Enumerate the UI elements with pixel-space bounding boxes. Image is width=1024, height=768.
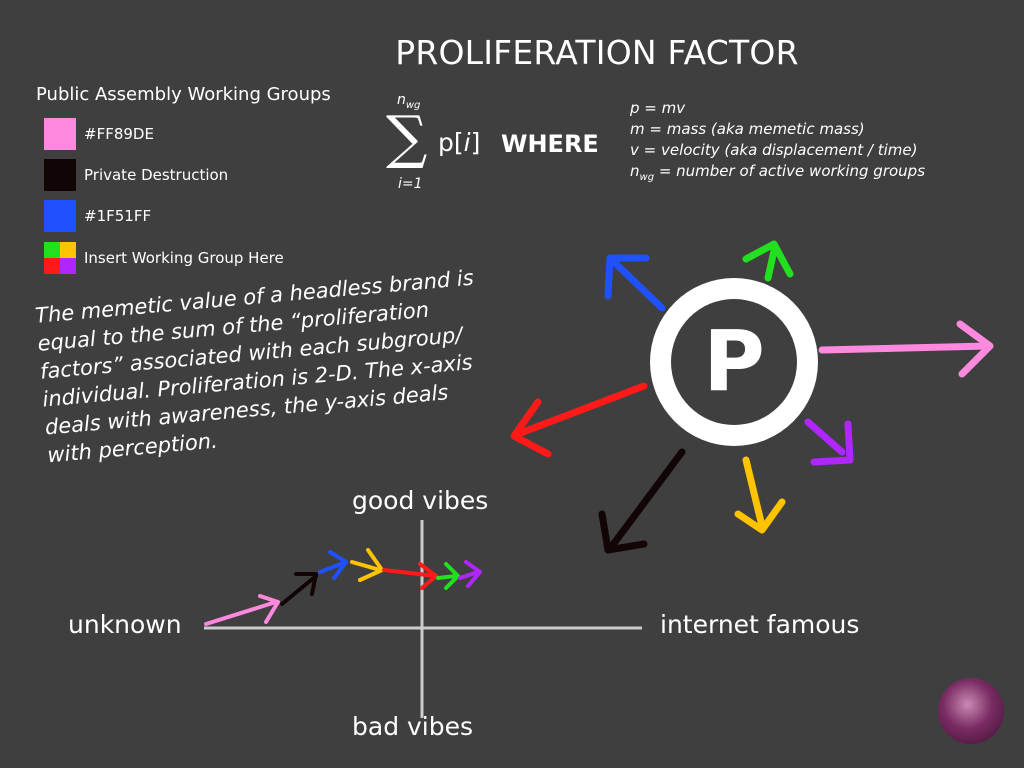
legend-item-private-destruction: Private Destruction (44, 159, 228, 191)
swatch-quadrant (44, 258, 60, 274)
trajectory-arrow-green (436, 562, 460, 590)
trajectory-arrow-purple (458, 560, 482, 588)
axis-label-unknown: unknown (68, 610, 182, 639)
emblem-arrow-yellow (734, 456, 786, 534)
sum-lower-limit: i=1 (398, 176, 423, 192)
definition-n: nwg = number of active working groups (630, 162, 926, 183)
swatch-quadrant (60, 242, 76, 258)
trajectory-arrow-blue (318, 550, 348, 580)
avatar[interactable] (938, 678, 1004, 744)
trajectory-arrow-pink (204, 594, 280, 626)
legend-swatch-black (44, 159, 76, 191)
vibes-fame-axes (204, 520, 642, 718)
definition-m: m = mass (aka memetic mass) (630, 120, 865, 138)
proliferation-emblem: P (650, 278, 818, 446)
sum-term: p[i] (438, 128, 481, 157)
emblem-letter: P (703, 312, 765, 410)
sum-upper-limit: nwg (397, 92, 421, 111)
legend-label: #1F51FF (84, 207, 152, 225)
axis-label-bad-vibes: bad vibes (352, 712, 474, 741)
variable-definitions: p = mv m = mass (aka memetic mass) v = v… (630, 98, 925, 188)
legend-item-pink: #FF89DE (44, 118, 154, 150)
legend-heading: Public Assembly Working Groups (36, 84, 331, 105)
axis-label-good-vibes: good vibes (352, 486, 489, 515)
page-title: PROLIFERATION FACTOR (395, 33, 799, 72)
where-label: WHERE (501, 130, 599, 158)
legend-label: #FF89DE (84, 125, 154, 143)
legend-label: Private Destruction (84, 166, 229, 184)
emblem-arrow-black (598, 448, 686, 554)
legend-swatch-pink (44, 118, 76, 150)
definition-p: p = mv (630, 99, 686, 117)
sigma-symbol: ∑ (386, 103, 428, 171)
axis-label-internet-famous: internet famous (660, 610, 860, 639)
trajectory-arrow-black (280, 572, 318, 606)
emblem-arrow-purple (804, 418, 854, 466)
legend-item-insert-group: Insert Working Group Here (44, 242, 284, 274)
legend-item-blue: #1F51FF (44, 200, 151, 232)
legend-swatch-blue (44, 200, 76, 232)
definition-v: v = velocity (aka displacement / time) (630, 141, 918, 159)
emblem-arrow-pink (818, 320, 994, 378)
emblem-arrow-red (510, 382, 648, 458)
trajectory-arrow-red (382, 562, 438, 590)
trajectory-arrow-yellow (350, 548, 384, 582)
emblem-arrow-blue (604, 254, 666, 312)
swatch-quadrant (44, 242, 60, 258)
legend-label: Insert Working Group Here (84, 249, 284, 267)
emblem-arrow-green (742, 240, 794, 282)
legend-swatch-multicolor (44, 242, 76, 274)
swatch-quadrant (60, 258, 76, 274)
